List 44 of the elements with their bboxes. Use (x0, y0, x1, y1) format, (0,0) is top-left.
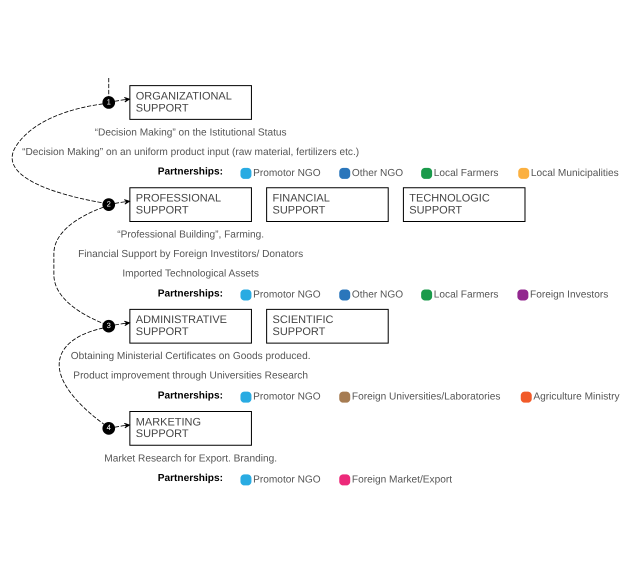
label: Partnerships: (158, 472, 223, 484)
node-box: ORGANIZATIONAL SUPPORT (129, 84, 252, 120)
arrow (114, 422, 130, 428)
legend-label: Promotor NGO (253, 168, 321, 179)
label: “Decision Making” on the Istitutional Status (94, 126, 287, 138)
node-box: ADMINISTRATIVE SUPPORT (129, 308, 252, 344)
legend-label: Other NGO (352, 168, 404, 179)
arrow (114, 198, 130, 204)
legend-label: Promotor NGO (253, 474, 321, 485)
node-box: PROFESSIONAL SUPPORT (129, 186, 252, 222)
legend-label: Foreign Investors (530, 289, 608, 300)
legend-label: Promotor NGO (253, 289, 321, 300)
label: Partnerships: (158, 288, 223, 299)
label: Financial Support by Foreign Investitors/ Donators (78, 248, 304, 260)
legend-label: Promotor NGO (253, 391, 321, 402)
legend-label: Other NGO (352, 289, 404, 300)
label: Obtaining Ministerial Certificates on Goods produced. (70, 350, 311, 362)
connector (58, 327, 104, 424)
label: Imported Technological Assets (122, 268, 259, 279)
legend-label: Foreign Universities/Laboratories (352, 391, 500, 402)
node-circle: 1 (102, 96, 116, 108)
legend-label: Local Farmers (434, 168, 499, 179)
node-box: MARKETING SUPPORT (129, 410, 252, 446)
node-box: SCIENTIFIC SUPPORT (266, 308, 389, 344)
label: Product improvement through Universities Research (73, 370, 308, 382)
arrow (114, 96, 130, 102)
label: “Professional Building”, Farming. (117, 229, 264, 240)
node-box: FINANCIAL SUPPORT (266, 186, 389, 222)
label: Market Research for Export. Branding. (104, 452, 278, 464)
legend-label: Local Farmers (434, 289, 499, 300)
legend-label: Agriculture Ministry (533, 391, 620, 402)
node-circle: 2 (102, 198, 116, 210)
legend-label: Foreign Market/Export (352, 474, 452, 485)
legend-label: Local Municipalities (530, 168, 619, 179)
connector (108, 77, 110, 96)
arrow (114, 320, 130, 326)
node-circle: 3 (102, 319, 116, 332)
node-circle: 4 (102, 422, 116, 434)
connector (12, 103, 104, 203)
label: Partnerships: (158, 390, 223, 401)
node-box: TECHNOLOGIC SUPPORT (402, 186, 526, 222)
connector (53, 206, 104, 324)
label: Partnerships: (158, 166, 223, 178)
label: “Decision Making” on an uniform product input (raw material, fertilizers etc.) (22, 146, 360, 158)
